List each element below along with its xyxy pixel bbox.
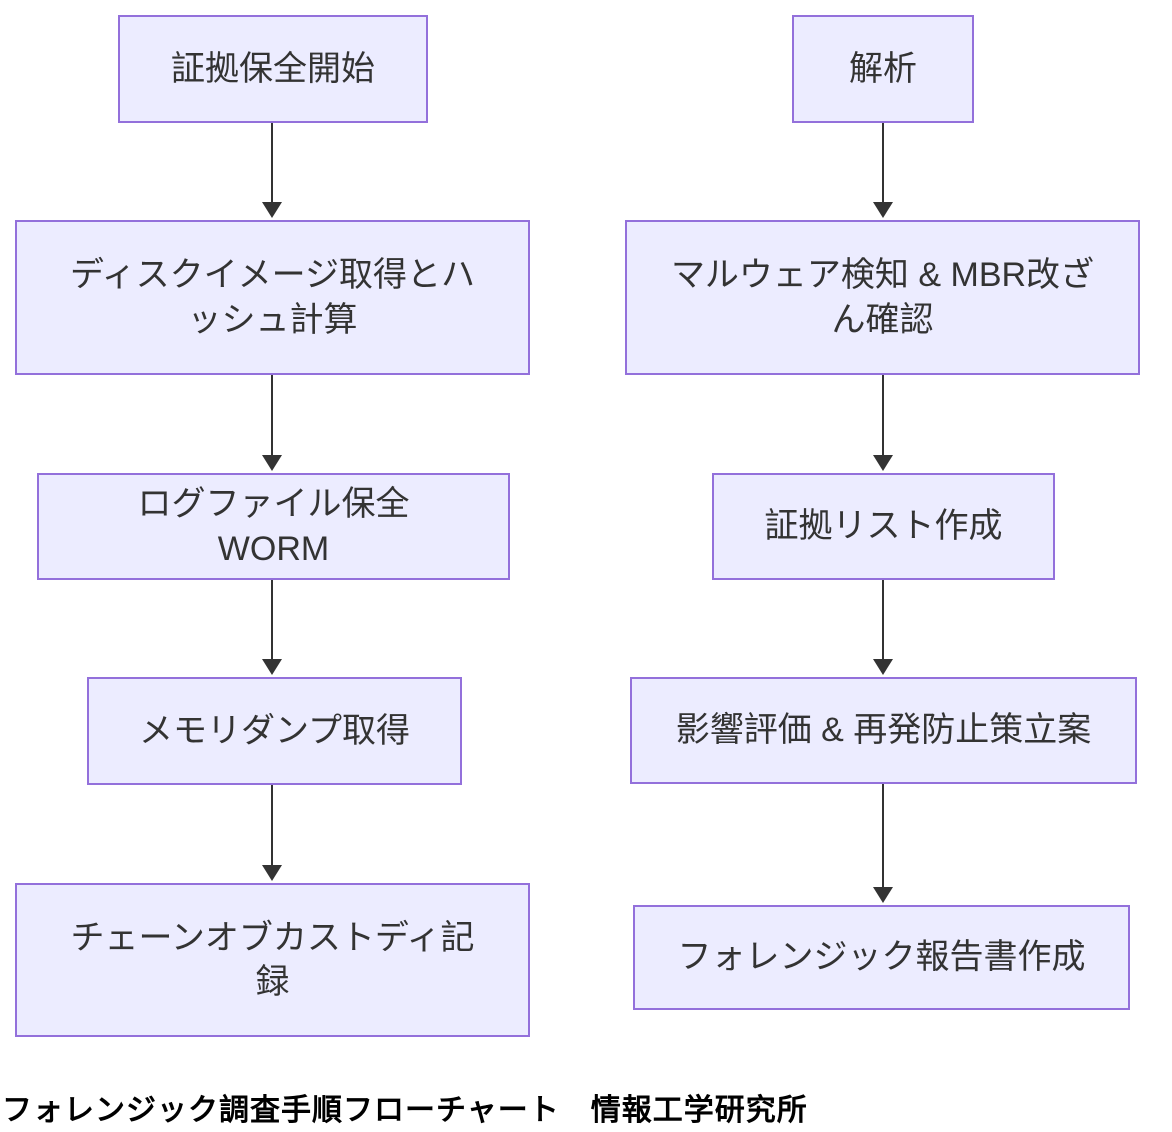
edge-L3-L4 [262,580,282,675]
arrowhead-icon [873,455,893,471]
diagram-caption: フォレンジック調査手順フローチャート 情報工学研究所 [0,1085,812,1132]
node-forensic-report: フォレンジック報告書作成 [633,905,1130,1010]
edge-R4-R5 [873,784,893,903]
edge-R1-R2 [873,123,893,218]
arrowhead-icon [262,202,282,218]
arrowhead-icon [873,202,893,218]
node-evidence-preservation-start: 証拠保全開始 [118,15,428,123]
edge-line [271,375,273,456]
edge-R2-R3 [873,375,893,471]
node-analysis: 解析 [792,15,974,123]
edge-R3-R4 [873,580,893,675]
edge-line [271,580,273,660]
arrowhead-icon [262,659,282,675]
node-evidence-list: 証拠リスト作成 [712,473,1055,580]
node-disk-image-hash: ディスクイメージ取得とハッシュ計算 [15,220,530,375]
arrowhead-icon [873,887,893,903]
edge-line [882,375,884,456]
edge-line [882,580,884,660]
node-chain-of-custody: チェーンオブカストディ記録 [15,883,530,1037]
edge-line [882,784,884,888]
node-malware-mbr-check: マルウェア検知 & MBR改ざん確認 [625,220,1140,375]
edge-L1-L2 [262,123,282,218]
node-impact-assessment: 影響評価 & 再発防止策立案 [630,677,1137,784]
node-memory-dump: メモリダンプ取得 [87,677,462,785]
arrowhead-icon [262,865,282,881]
arrowhead-icon [262,455,282,471]
edge-line [882,123,884,203]
edge-line [271,123,273,203]
edge-L4-L5 [262,785,282,881]
node-log-file-worm: ログファイル保全 WORM [37,473,510,580]
arrowhead-icon [873,659,893,675]
edge-L2-L3 [262,375,282,471]
edge-line [271,785,273,866]
